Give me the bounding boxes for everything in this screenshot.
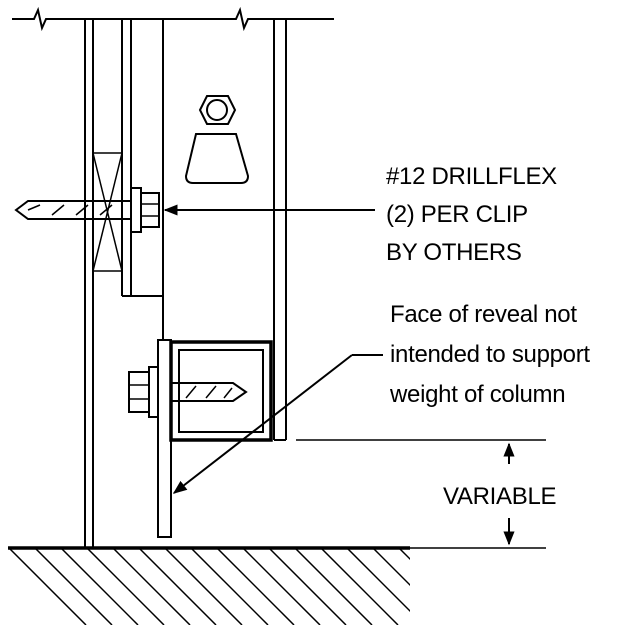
- hatch-line: [217, 549, 295, 625]
- ground-hatch: [9, 549, 580, 625]
- hatch-line: [295, 549, 373, 625]
- hatch-line: [113, 549, 191, 625]
- hatch-line: [399, 549, 410, 561]
- hatch-line: [87, 549, 165, 625]
- fastener-callout-line3: BY OTHERS: [386, 239, 522, 266]
- hatch-line: [452, 549, 528, 625]
- dimension-label: VARIABLE: [443, 483, 556, 510]
- fastener-callout-line2: (2) PER CLIP: [386, 201, 528, 228]
- reveal-callout-line3: weight of column: [389, 381, 565, 408]
- hatch-line: [269, 549, 347, 625]
- hatch-line: [139, 549, 217, 625]
- reveal-clip-angle: [157, 339, 273, 538]
- hatch-line: [478, 549, 554, 625]
- column-tube: [162, 19, 287, 441]
- drillflex-screw-icon-lower: [128, 366, 248, 418]
- hex-bolt-icon: [184, 95, 250, 184]
- hatch-line: [321, 549, 399, 625]
- hatch-line: [243, 549, 321, 625]
- hatch-line: [165, 549, 243, 625]
- top-break-line: [12, 6, 334, 32]
- drillflex-screw-icon: [14, 187, 160, 233]
- floor-slab: [8, 546, 580, 625]
- fastener-callout-line1: #12 DRILLFLEX: [386, 163, 557, 190]
- hatch-line: [504, 549, 580, 625]
- hatch-line: [373, 549, 410, 587]
- hatch-line: [61, 549, 139, 625]
- dimension-variable: [296, 439, 546, 549]
- wood-blocking: [92, 152, 123, 272]
- hatch-line: [191, 549, 269, 625]
- hatch-line: [426, 549, 502, 625]
- hatch-line: [9, 549, 87, 625]
- reveal-callout-line2: intended to support: [390, 341, 590, 368]
- reveal-leader: [172, 354, 383, 494]
- hatch-line: [35, 549, 113, 625]
- wall-studs: [84, 19, 164, 548]
- hatch-line: [347, 549, 410, 613]
- reveal-callout-line1: Face of reveal not: [390, 301, 577, 328]
